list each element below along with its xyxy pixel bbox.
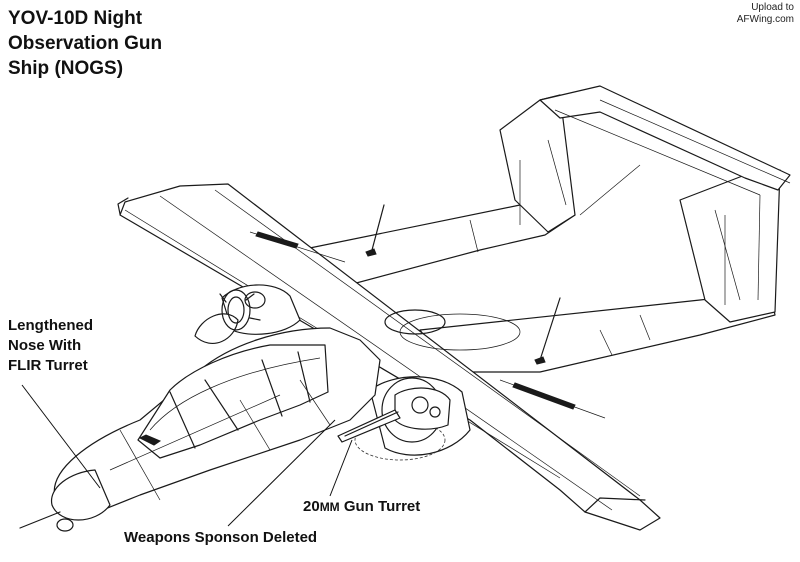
callout-sponson: Weapons Sponson Deleted xyxy=(124,529,318,546)
canopy xyxy=(137,344,329,459)
watermark-line-1: Upload to xyxy=(751,2,794,13)
gun-turret xyxy=(337,387,451,443)
turret-leader xyxy=(329,439,353,497)
left-vertical-fin xyxy=(679,169,781,323)
callout-turret-unit: MM xyxy=(319,500,340,514)
callout-nose: Lengthened Nose With FLIR Turret xyxy=(8,316,93,376)
callout-gun-turret: 20MM Gun Turret xyxy=(303,497,420,517)
horizontal-stabilizer xyxy=(539,85,791,191)
right-spinner xyxy=(194,313,239,345)
right-nacelle xyxy=(221,284,301,335)
turret-housing xyxy=(394,387,451,430)
callout-nose-line-1: Lengthened xyxy=(8,317,93,334)
callout-nose-line-2: Nose With xyxy=(8,337,82,354)
watermark-line-2: AFWing.com xyxy=(736,14,794,25)
title-line-2: Observation Gun xyxy=(8,33,163,54)
tail-assembly xyxy=(299,85,791,373)
leader-lines xyxy=(21,384,353,527)
watermark: Upload to AFWing.com xyxy=(737,2,794,26)
callout-nose-line-3: FLIR Turret xyxy=(8,357,88,374)
callout-turret-rest: Gun Turret xyxy=(339,498,421,515)
sponson-leader xyxy=(227,419,336,527)
nose-leader xyxy=(21,384,101,489)
callout-turret-prefix: 20 xyxy=(303,498,320,515)
diagram-title: YOV-10D Night Observation Gun Ship (NOGS… xyxy=(8,6,228,81)
flir-turret xyxy=(56,518,74,532)
title-line-3: Ship (NOGS) xyxy=(8,58,124,79)
title-line-1: YOV-10D Night xyxy=(8,8,143,29)
